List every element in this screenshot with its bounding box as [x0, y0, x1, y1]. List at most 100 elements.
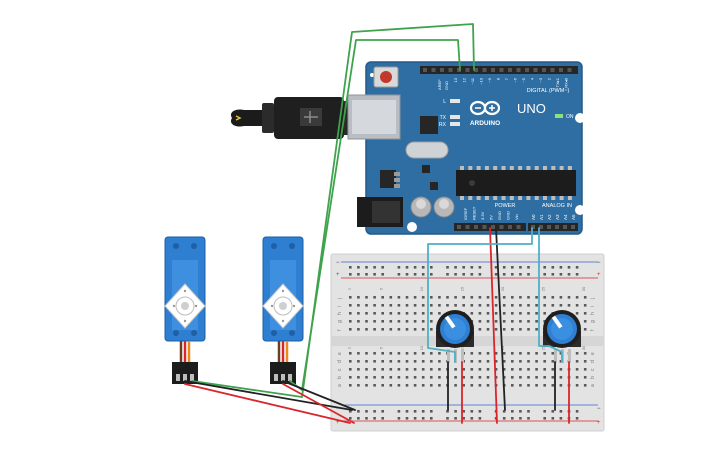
breadboard-hole[interactable]: [389, 328, 393, 331]
breadboard-hole[interactable]: [365, 304, 368, 307]
breadboard-hole[interactable]: [389, 320, 393, 323]
breadboard-hole[interactable]: [421, 273, 425, 276]
breadboard-hole[interactable]: [511, 312, 514, 315]
header-pin[interactable]: [465, 68, 470, 72]
breadboard-hole[interactable]: [559, 410, 563, 413]
breadboard-hole[interactable]: [413, 273, 417, 276]
breadboard-hole[interactable]: [486, 328, 490, 331]
breadboard-hole[interactable]: [357, 410, 360, 413]
breadboard-hole[interactable]: [357, 328, 360, 331]
breadboard-hole[interactable]: [349, 384, 352, 387]
potentiometer[interactable]: [436, 310, 474, 363]
breadboard-hole[interactable]: [478, 320, 482, 323]
breadboard-hole[interactable]: [502, 417, 506, 420]
breadboard-hole[interactable]: [478, 352, 482, 355]
breadboard-hole[interactable]: [494, 320, 498, 323]
breadboard-hole[interactable]: [543, 368, 546, 371]
wires[interactable]: [184, 23, 570, 424]
breadboard-hole[interactable]: [413, 368, 417, 371]
breadboard-hole[interactable]: [349, 296, 352, 299]
breadboard-hole[interactable]: [494, 266, 498, 269]
breadboard-hole[interactable]: [381, 417, 384, 420]
breadboard-hole[interactable]: [373, 273, 376, 276]
breadboard-hole[interactable]: [357, 304, 360, 307]
breadboard-hole[interactable]: [527, 312, 530, 315]
breadboard-hole[interactable]: [511, 273, 514, 276]
wire-red[interactable]: [282, 383, 355, 424]
breadboard-hole[interactable]: [462, 384, 465, 387]
breadboard-hole[interactable]: [381, 352, 384, 355]
header-pin[interactable]: [465, 225, 470, 229]
breadboard-hole[interactable]: [421, 320, 425, 323]
breadboard-hole[interactable]: [502, 296, 506, 299]
breadboard-hole[interactable]: [527, 328, 530, 331]
breadboard-hole[interactable]: [543, 376, 546, 379]
breadboard-hole[interactable]: [413, 417, 417, 420]
breadboard-hole[interactable]: [478, 384, 482, 387]
breadboard-hole[interactable]: [373, 368, 376, 371]
breadboard-hole[interactable]: [502, 360, 506, 363]
breadboard-hole[interactable]: [527, 352, 530, 355]
breadboard-hole[interactable]: [413, 384, 417, 387]
breadboard-hole[interactable]: [405, 296, 409, 299]
breadboard-hole[interactable]: [559, 266, 563, 269]
breadboard-hole[interactable]: [486, 352, 490, 355]
breadboard-hole[interactable]: [478, 376, 482, 379]
wire-red[interactable]: [184, 383, 351, 424]
header-pin[interactable]: [539, 225, 543, 229]
breadboard-hole[interactable]: [349, 360, 352, 363]
breadboard-hole[interactable]: [365, 417, 368, 420]
breadboard-hole[interactable]: [454, 376, 457, 379]
header-pin[interactable]: [516, 225, 521, 229]
breadboard-hole[interactable]: [511, 320, 514, 323]
breadboard-hole[interactable]: [381, 410, 384, 413]
breadboard-hole[interactable]: [446, 304, 449, 307]
breadboard-hole[interactable]: [527, 417, 530, 420]
breadboard-hole[interactable]: [438, 360, 441, 363]
breadboard-hole[interactable]: [543, 304, 546, 307]
breadboard-hole[interactable]: [478, 328, 482, 331]
breadboard-hole[interactable]: [397, 304, 401, 307]
breadboard-hole[interactable]: [462, 296, 465, 299]
breadboard-hole[interactable]: [486, 384, 490, 387]
wire-red[interactable]: [489, 227, 498, 424]
breadboard-hole[interactable]: [486, 320, 490, 323]
wire-green[interactable]: [191, 23, 475, 398]
breadboard-hole[interactable]: [583, 304, 587, 307]
header-pin[interactable]: [499, 225, 504, 229]
breadboard-hole[interactable]: [543, 266, 546, 269]
breadboard-hole[interactable]: [454, 273, 457, 276]
breadboard-hole[interactable]: [421, 376, 425, 379]
breadboard-hole[interactable]: [357, 266, 360, 269]
breadboard-hole[interactable]: [405, 417, 409, 420]
breadboard-hole[interactable]: [535, 368, 538, 371]
breadboard-hole[interactable]: [438, 368, 441, 371]
breadboard-hole[interactable]: [559, 296, 563, 299]
breadboard-hole[interactable]: [454, 304, 457, 307]
power-header[interactable]: [454, 223, 526, 231]
breadboard-hole[interactable]: [381, 360, 384, 363]
breadboard-hole[interactable]: [575, 296, 579, 299]
breadboard-hole[interactable]: [349, 376, 352, 379]
breadboard-hole[interactable]: [494, 273, 498, 276]
breadboard-hole[interactable]: [470, 417, 474, 420]
breadboard-hole[interactable]: [430, 273, 433, 276]
breadboard-hole[interactable]: [438, 352, 441, 355]
breadboard-hole[interactable]: [405, 328, 409, 331]
breadboard-hole[interactable]: [575, 376, 579, 379]
breadboard-hole[interactable]: [389, 296, 393, 299]
breadboard-hole[interactable]: [486, 296, 490, 299]
breadboard-hole[interactable]: [430, 266, 433, 269]
breadboard-hole[interactable]: [470, 360, 474, 363]
breadboard-hole[interactable]: [494, 360, 498, 363]
header-pin[interactable]: [516, 68, 521, 72]
breadboard-hole[interactable]: [494, 368, 498, 371]
breadboard-hole[interactable]: [470, 304, 474, 307]
breadboard-hole[interactable]: [373, 384, 376, 387]
breadboard-hole[interactable]: [551, 368, 555, 371]
breadboard-hole[interactable]: [567, 273, 571, 276]
breadboard-hole[interactable]: [397, 384, 401, 387]
breadboard-hole[interactable]: [478, 368, 482, 371]
